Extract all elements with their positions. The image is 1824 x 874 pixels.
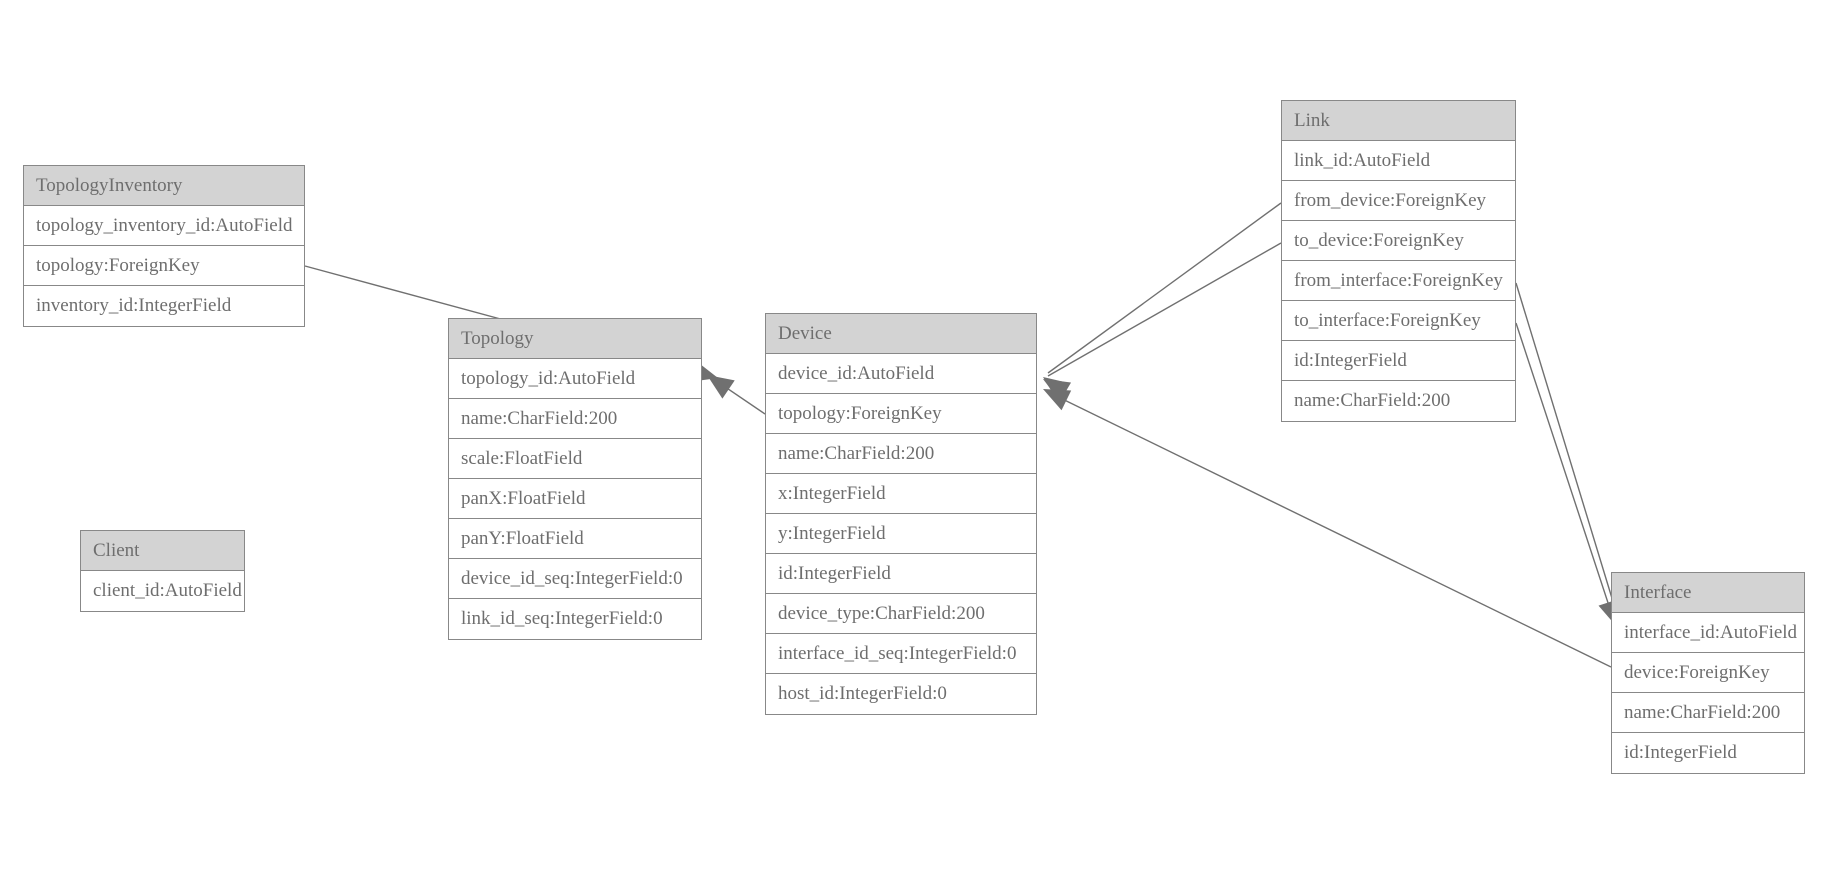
relationship-line — [711, 377, 766, 415]
relationship-arrowhead — [1043, 379, 1072, 402]
relationship-line — [1515, 282, 1619, 619]
entity-field-row: x:IntegerField — [766, 474, 1036, 514]
entity-field-row: interface_id:AutoField — [1612, 613, 1804, 653]
entity-title-device: Device — [766, 314, 1036, 354]
relationship-link-to-device — [1043, 242, 1282, 402]
entity-field-row: topology:ForeignKey — [24, 246, 304, 286]
relationship-arrowhead — [707, 375, 735, 399]
entity-field-row: id:IntegerField — [1282, 341, 1515, 381]
entity-field-row: topology:ForeignKey — [766, 394, 1036, 434]
entity-field-row: from_interface:ForeignKey — [1282, 261, 1515, 301]
entity-field-row: device_id_seq:IntegerField:0 — [449, 559, 701, 599]
entity-field-row: panX:FloatField — [449, 479, 701, 519]
entity-title-client: Client — [81, 531, 244, 571]
entity-field-row: client_id:AutoField — [81, 571, 244, 611]
entity-field-row: interface_id_seq:IntegerField:0 — [766, 634, 1036, 674]
entity-title-link: Link — [1282, 101, 1515, 141]
entity-field-row: name:CharField:200 — [766, 434, 1036, 474]
entity-field-row: to_interface:ForeignKey — [1282, 301, 1515, 341]
relationship-arrowhead — [1043, 389, 1072, 411]
entity-field-row: name:CharField:200 — [1612, 693, 1804, 733]
entity-field-row: from_device:ForeignKey — [1282, 181, 1515, 221]
entity-field-row: id:IntegerField — [1612, 733, 1804, 773]
entity-field-row: y:IntegerField — [766, 514, 1036, 554]
entity-field-row: link_id_seq:IntegerField:0 — [449, 599, 701, 639]
relationship-line — [1047, 202, 1282, 374]
relationship-arrowhead — [1043, 377, 1071, 402]
entity-field-row: to_device:ForeignKey — [1282, 221, 1515, 261]
entity-field-row: host_id:IntegerField:0 — [766, 674, 1036, 714]
entity-field-row: device:ForeignKey — [1612, 653, 1804, 693]
entity-field-row: name:CharField:200 — [1282, 381, 1515, 421]
entity-field-row: topology_id:AutoField — [449, 359, 701, 399]
entity-field-row: topology_inventory_id:AutoField — [24, 206, 304, 246]
entity-field-row: panY:FloatField — [449, 519, 701, 559]
entity-field-row: scale:FloatField — [449, 439, 701, 479]
relationship-link-from-device — [1043, 202, 1282, 402]
entity-field-row: link_id:AutoField — [1282, 141, 1515, 181]
entity-field-row: id:IntegerField — [766, 554, 1036, 594]
relationship-line — [1047, 391, 1612, 668]
relationship-device-topology — [707, 375, 766, 415]
entity-field-row: device_id:AutoField — [766, 354, 1036, 394]
entity-title-interface: Interface — [1612, 573, 1804, 613]
relationship-line — [1515, 322, 1614, 619]
relationship-interface-device — [1043, 389, 1612, 668]
relationship-line — [1047, 242, 1282, 377]
entity-field-row: device_type:CharField:200 — [766, 594, 1036, 634]
entity-field-row: inventory_id:IntegerField — [24, 286, 304, 326]
entity-field-row: name:CharField:200 — [449, 399, 701, 439]
entity-title-topology_inventory: TopologyInventory — [24, 166, 304, 206]
entity-title-topology: Topology — [449, 319, 701, 359]
